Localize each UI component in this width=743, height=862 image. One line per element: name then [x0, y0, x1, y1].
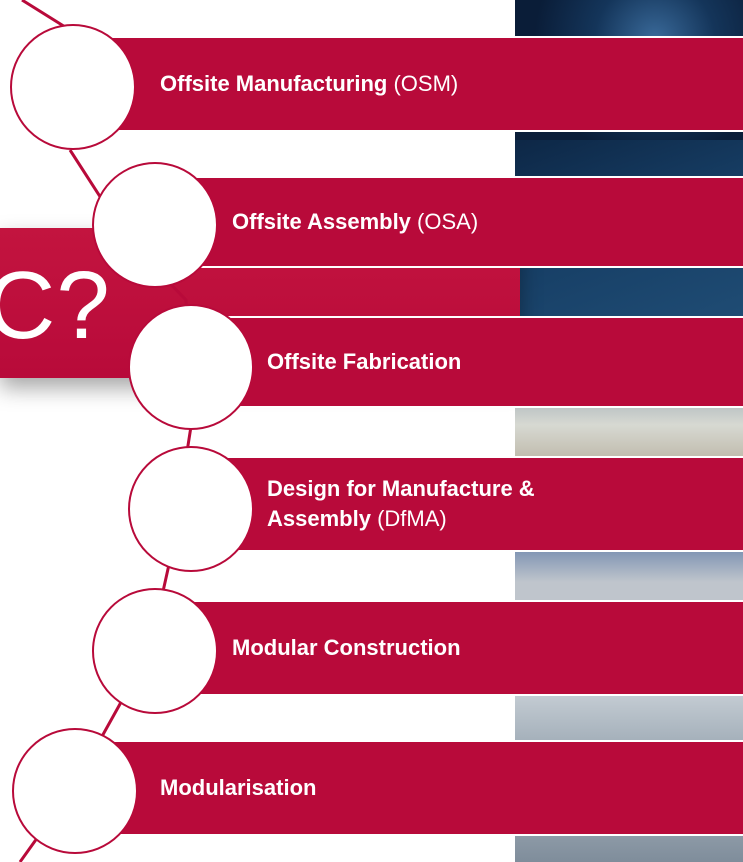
node-circle-3 — [128, 304, 254, 430]
item-bar-modularisation: Modularisation — [60, 740, 743, 836]
page-title: C? — [0, 252, 111, 359]
item-label: Offsite Fabrication — [267, 349, 462, 374]
item-label: Modular Construction — [232, 635, 461, 660]
item-bar-dfma: Design for Manufacture &Assembly (DfMA) — [175, 456, 743, 552]
item-bar-offsite-manufacturing: Offsite Manufacturing (OSM) — [50, 36, 743, 132]
node-circle-4 — [128, 446, 254, 572]
item-bar-offsite-assembly: Offsite Assembly (OSA) — [140, 176, 743, 268]
item-label: Modularisation — [160, 775, 317, 800]
item-label: Offsite Assembly (OSA) — [232, 209, 479, 234]
item-bar-modular-construction: Modular Construction — [140, 600, 743, 696]
item-label: Offsite Manufacturing (OSM) — [160, 71, 459, 96]
node-circle-5 — [92, 588, 218, 714]
item-label: Design for Manufacture &Assembly (DfMA) — [267, 476, 535, 531]
node-circle-1 — [10, 24, 136, 150]
node-circle-6 — [12, 728, 138, 854]
node-circle-2 — [92, 162, 218, 288]
item-bar-offsite-fabrication: Offsite Fabrication — [175, 316, 743, 408]
